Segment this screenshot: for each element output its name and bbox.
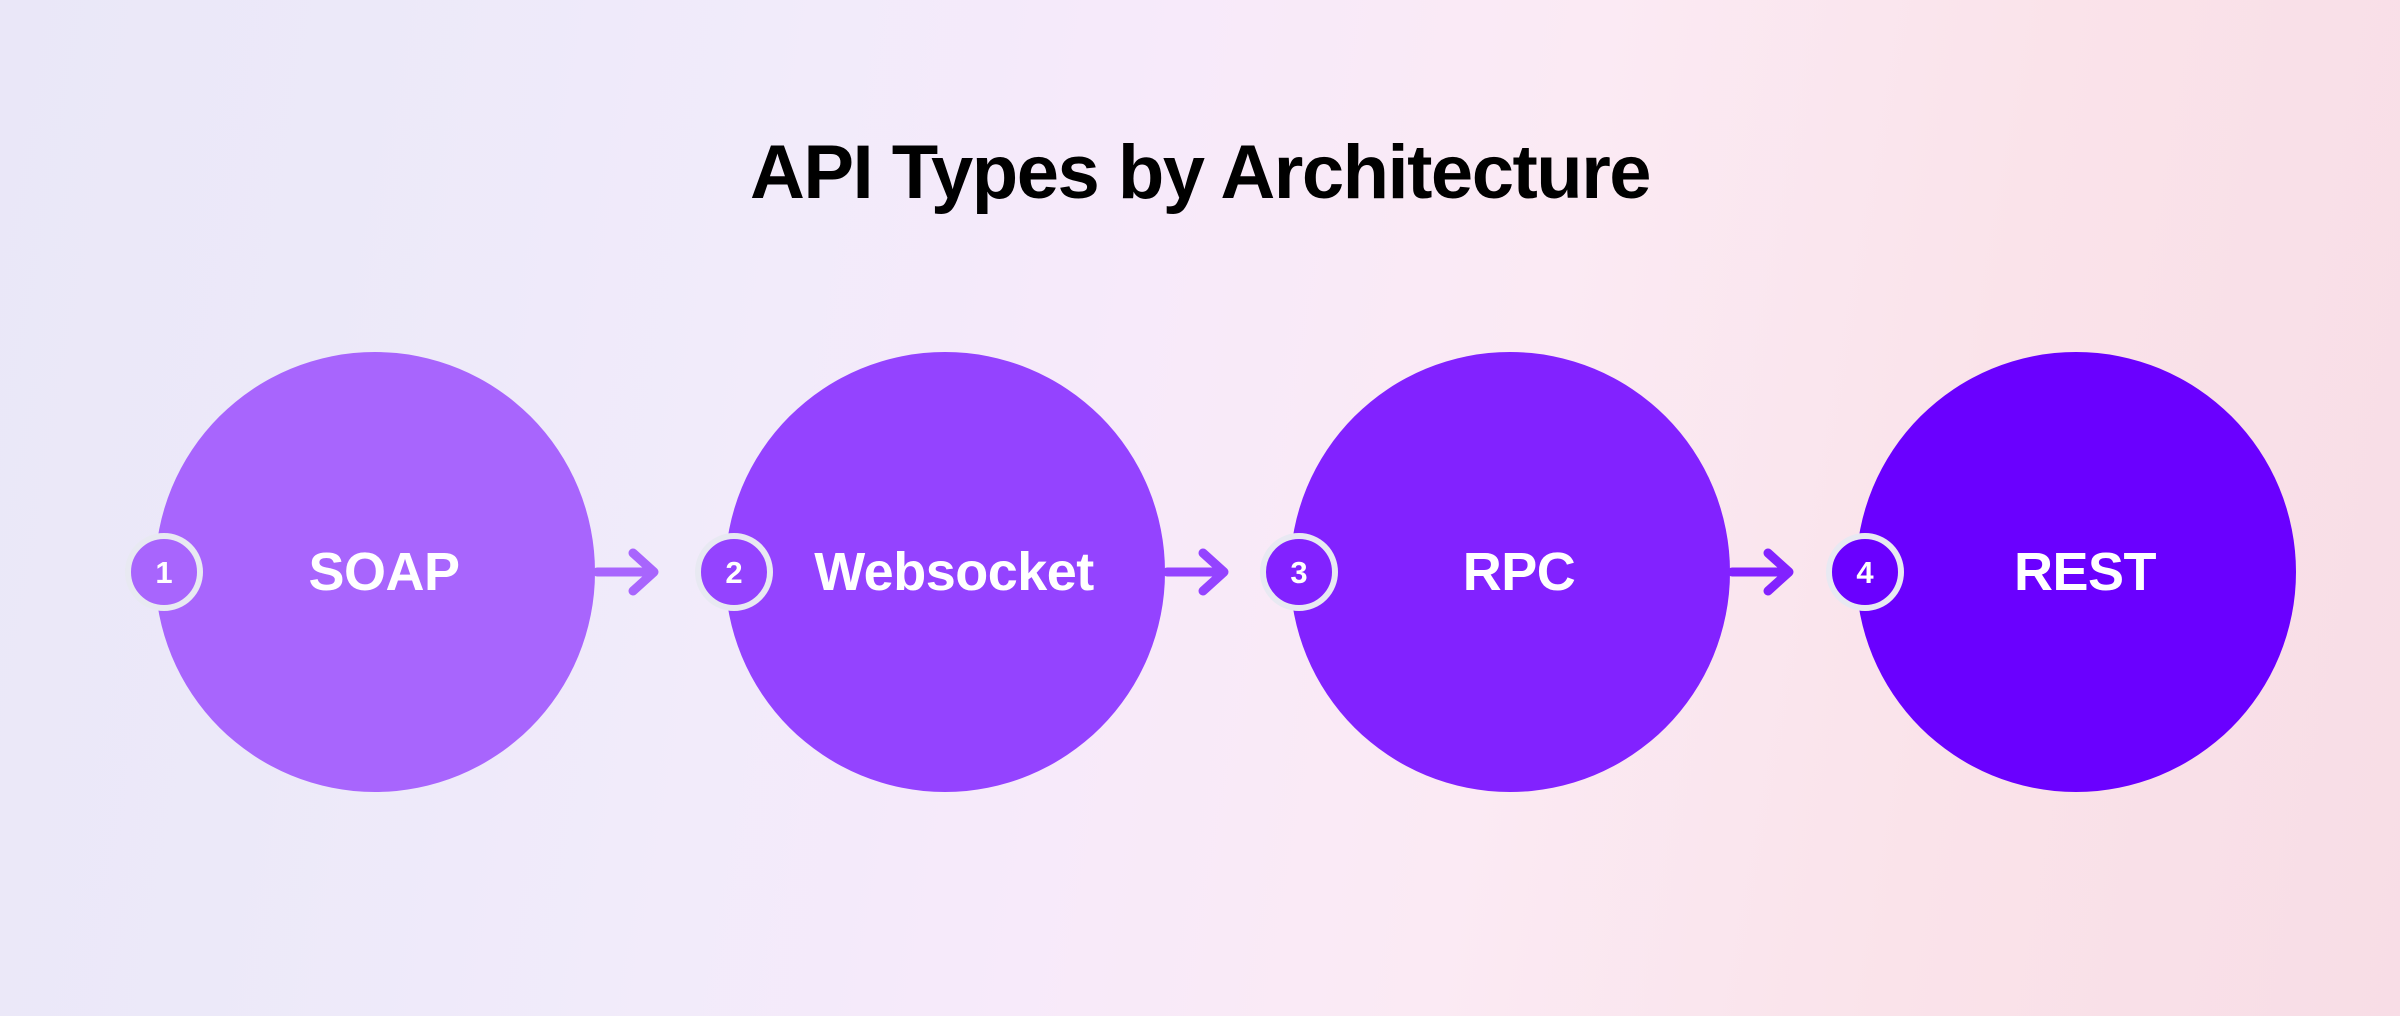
flow-node-rpc[interactable]: RPC [1290,352,1730,792]
flow-node-label: REST [2013,542,2157,602]
flow-node-label: SOAP [308,542,460,602]
flow-node-label: Websocket [814,542,1094,602]
step-badge-3[interactable]: 3 [1260,533,1338,611]
flow-node-websocket[interactable]: Websocket [725,352,1165,792]
step-badge-number: 4 [1856,554,1874,590]
step-badge-1[interactable]: 1 [125,533,203,611]
step-badge-number: 3 [1290,554,1308,590]
arrow-right-icon-3 [1727,538,1804,606]
step-badge-number: 2 [725,554,743,590]
flow-node-soap[interactable]: SOAP [155,352,595,792]
page-title: API Types by Architecture [749,130,1652,215]
flow-node-label: RPC [1462,542,1576,602]
step-badge-4[interactable]: 4 [1826,533,1904,611]
arrow-right-icon-2 [1162,538,1239,606]
step-badge-2[interactable]: 2 [695,533,773,611]
arrow-right-icon-1 [592,538,669,606]
step-badge-number: 1 [155,554,173,590]
flow-node-rest[interactable]: REST [1856,352,2296,792]
